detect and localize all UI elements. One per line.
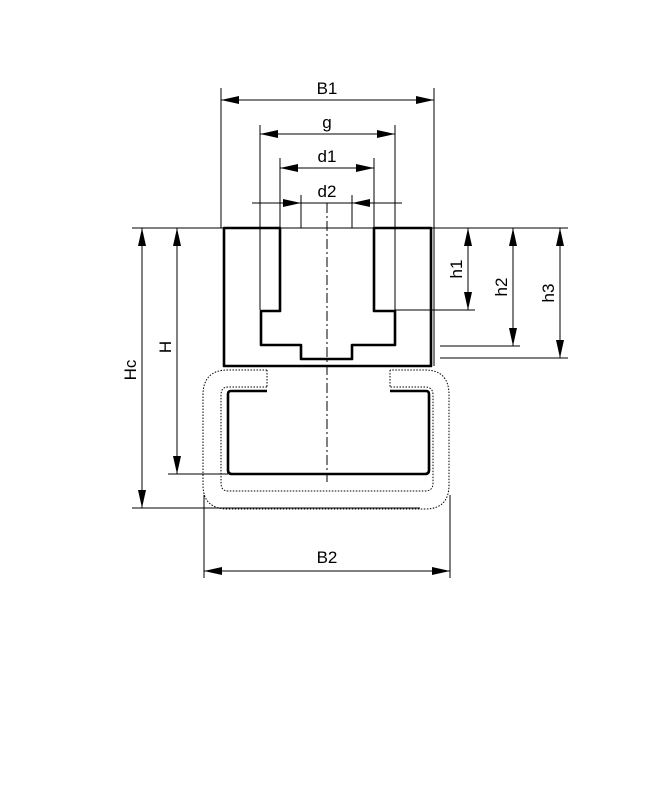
label-h: H xyxy=(156,341,175,353)
label-h1: h1 xyxy=(447,260,466,279)
dimension-h1: h1 xyxy=(447,228,472,310)
label-b1: B1 xyxy=(317,79,338,98)
carrier-inner-outline xyxy=(220,386,434,492)
dimension-g: g xyxy=(260,113,395,138)
label-hc: Hc xyxy=(121,359,140,380)
carrier-channel xyxy=(226,389,431,476)
label-g: g xyxy=(322,113,331,132)
label-d1: d1 xyxy=(318,147,337,166)
dimension-d2: d2 xyxy=(252,182,402,207)
dimension-hc: Hc xyxy=(121,228,146,508)
guide-rail-profile xyxy=(222,226,433,368)
dimension-h2: h2 xyxy=(492,228,517,346)
label-b2: B2 xyxy=(317,548,338,567)
label-h3: h3 xyxy=(539,284,558,303)
label-d2: d2 xyxy=(318,182,337,201)
dimension-h: H xyxy=(156,228,181,474)
dimension-h3: h3 xyxy=(539,228,564,358)
label-h2: h2 xyxy=(492,278,511,297)
dimension-d1: d1 xyxy=(280,147,374,172)
carrier-outer-outline xyxy=(202,369,450,510)
dimension-b2: B2 xyxy=(204,548,450,575)
dimension-b1: B1 xyxy=(221,79,434,104)
